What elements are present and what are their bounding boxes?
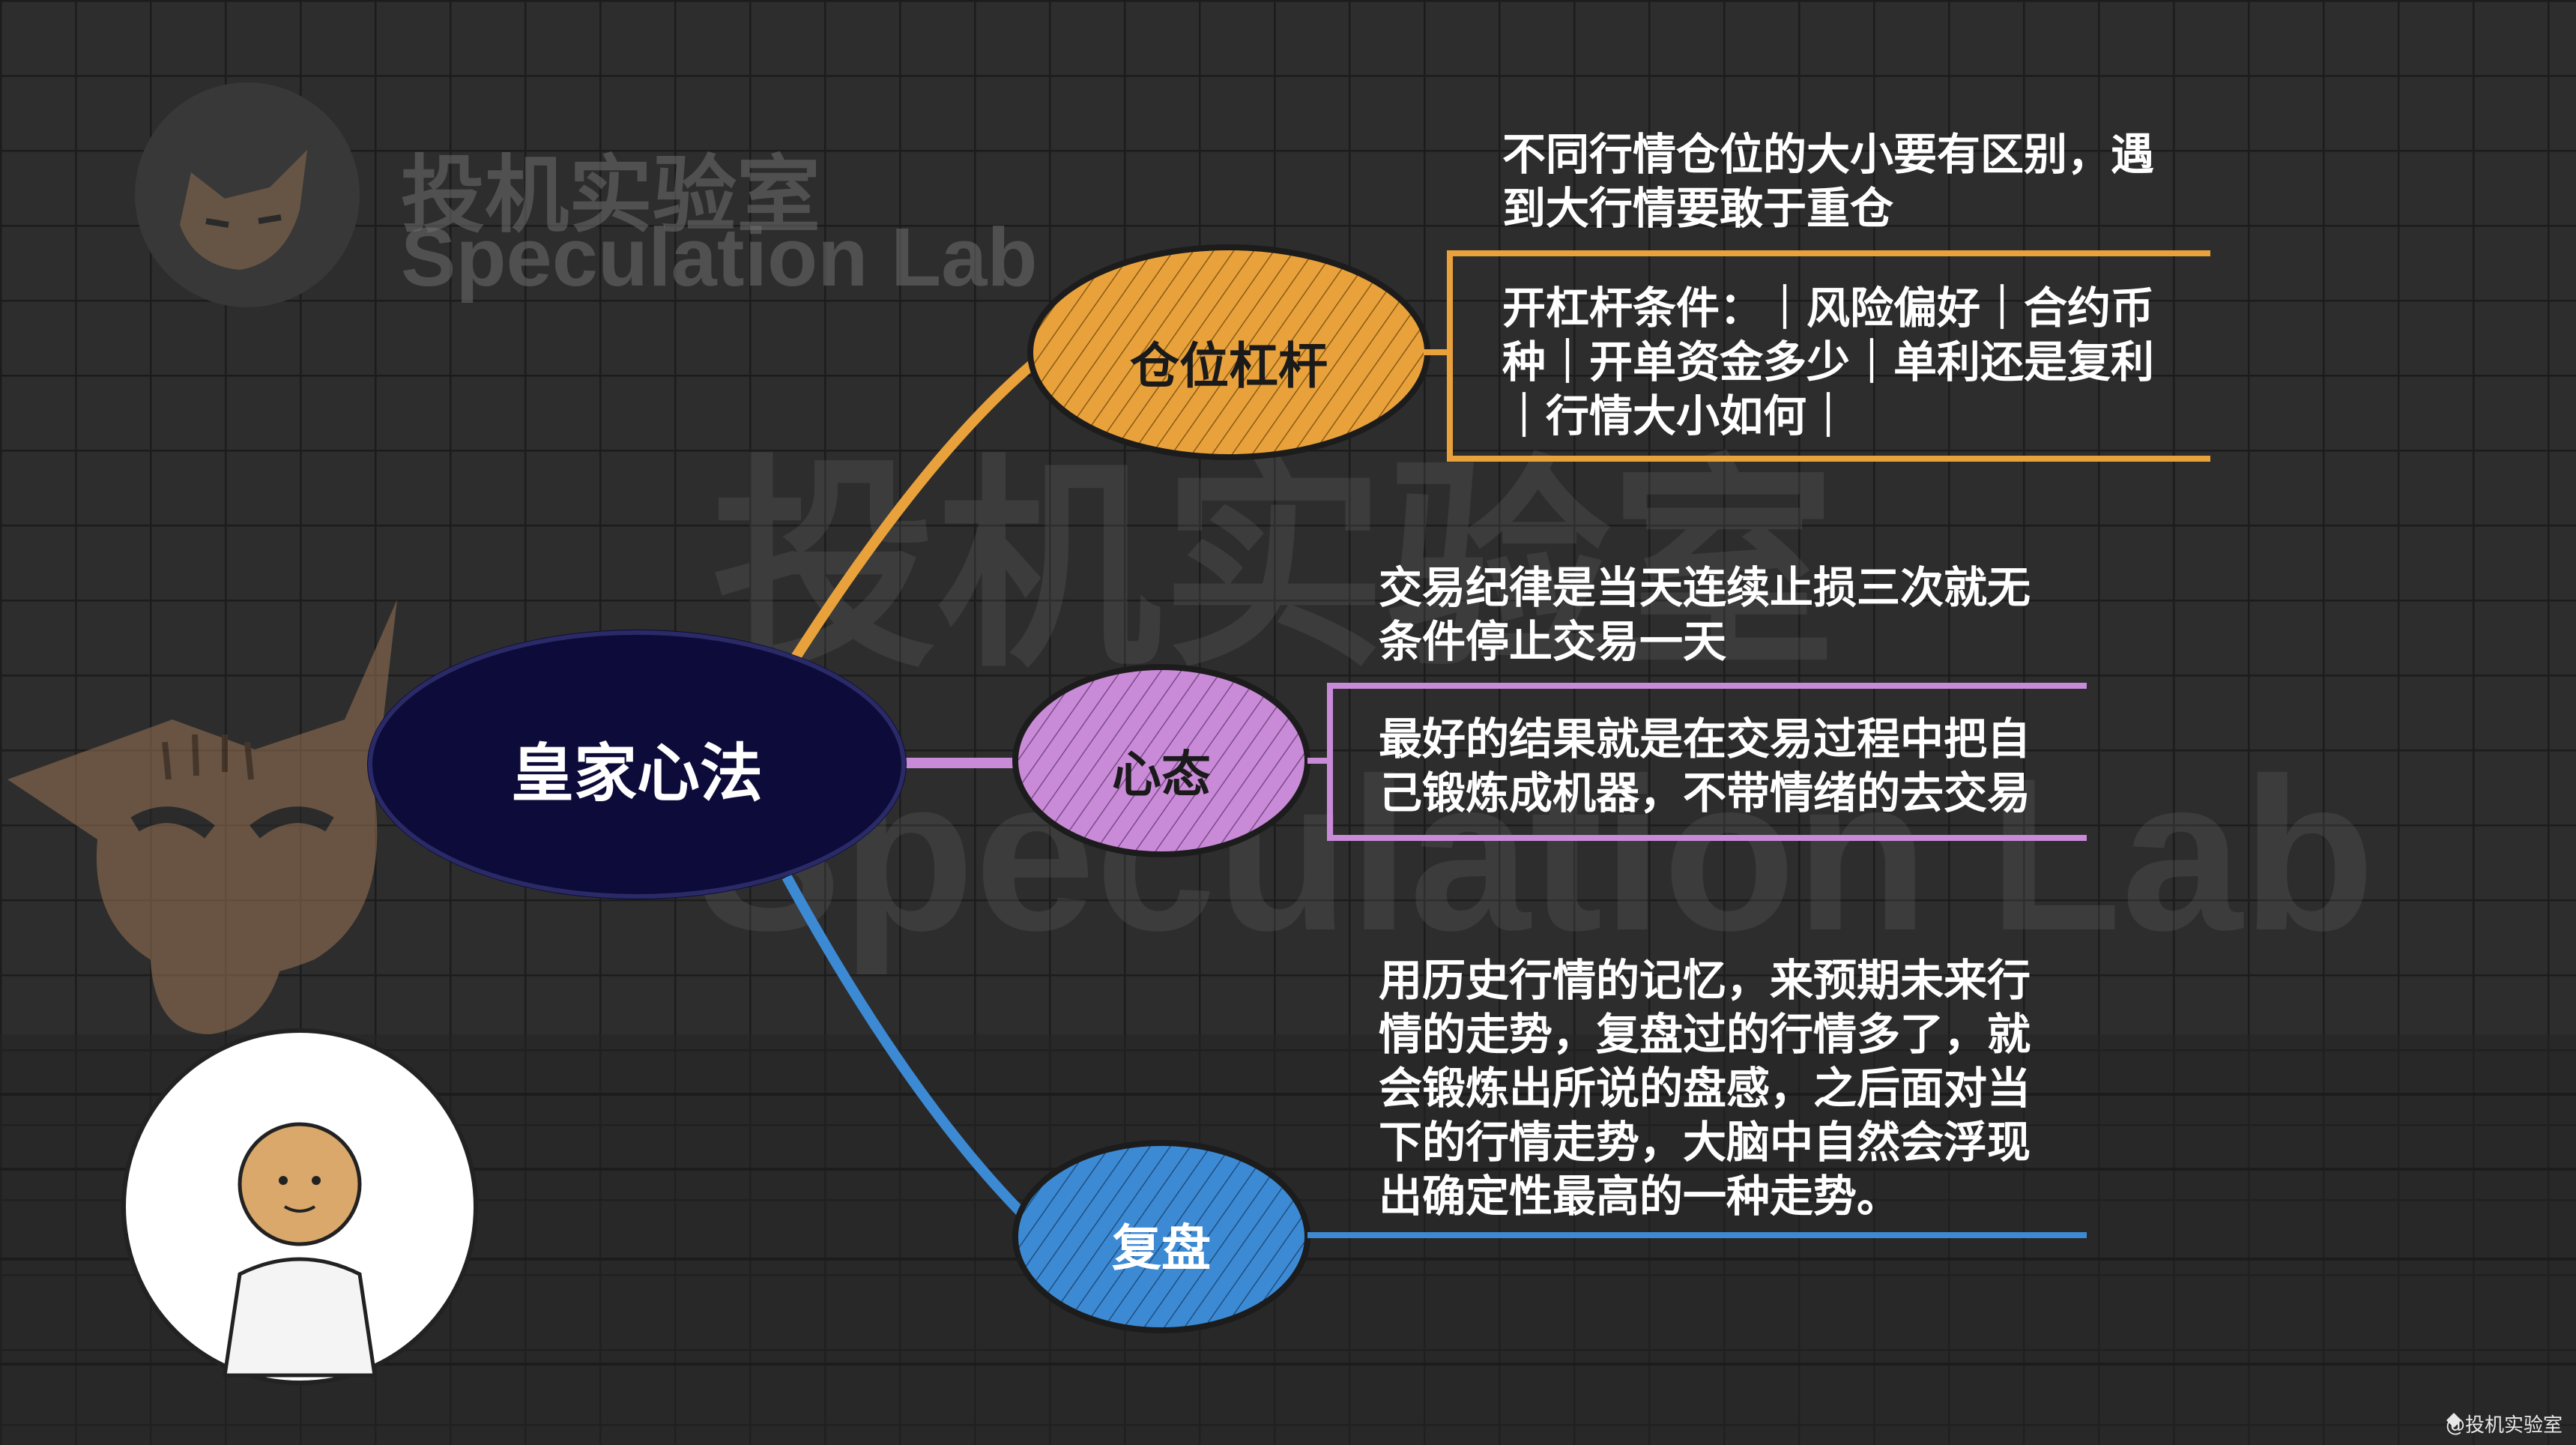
cat-logo-icon — [135, 82, 360, 307]
svg-text:Speculation Lab: Speculation Lab — [697, 733, 2375, 977]
branch-label-mindset: 心态 — [1112, 746, 1211, 803]
note-box-position: 开杠杆条件：｜风险偏好｜合约币 种｜开单资金多少｜单利还是复利 ｜行情大小如何｜ — [1502, 283, 2155, 441]
cat-mascot-icon — [7, 600, 397, 1034]
platform-logo-icon — [2446, 1413, 2461, 1428]
bracket-box-position — [1424, 250, 2210, 462]
center-node-shape — [367, 630, 907, 899]
note-above-mindset: 交易纪律是当天连续止损三次就无 条件停止交易一天 — [1379, 562, 2031, 667]
branch-label-review: 复盘 — [1112, 1219, 1211, 1277]
brand-name-cn: 投机实验室 — [401, 147, 820, 244]
svg-text:投机实验室: 投机实验室 — [712, 436, 1836, 698]
person-avatar-icon — [121, 1028, 478, 1385]
branch-label-position: 仓位杠杆 — [1130, 337, 1328, 395]
note-above-position: 不同行情仓位的大小要有区别，遇 到大行情要敢于重仓 — [1502, 129, 2155, 234]
bracket-box-mindset — [1307, 683, 2087, 841]
brand-name-en: Speculation Lab — [401, 211, 1038, 304]
center-watermark: 投机实验室 Speculation Lab — [697, 436, 2375, 977]
note-box-mindset: 最好的结果就是在交易过程中把自 己锻炼成机器，不带情绪的去交易 — [1379, 714, 2031, 818]
footer-watermark: @投机实验室 — [2445, 1414, 2563, 1437]
note-above-review: 用历史行情的记忆，来预期未来行 情的走势，复盘过的行情多了，就 会锻炼出所说的盘… — [1379, 955, 2031, 1222]
center-node-label: 皇家心法 — [510, 737, 763, 810]
